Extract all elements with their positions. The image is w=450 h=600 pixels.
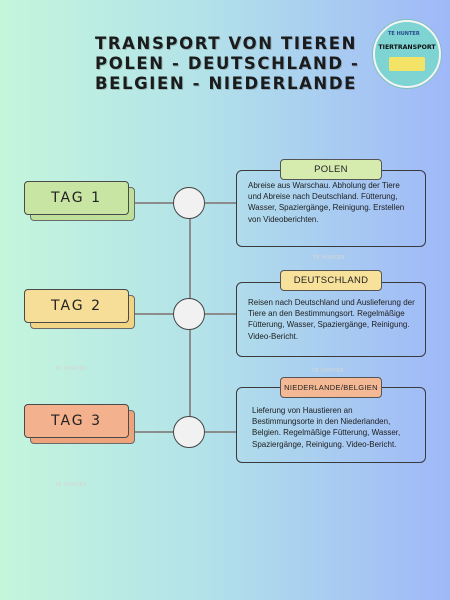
watermark-3: TE HUNTER xyxy=(312,368,344,374)
timeline-connector-3-right xyxy=(205,431,237,433)
badge-title: TIERTRANSPORT xyxy=(378,44,436,51)
badge-strip xyxy=(389,57,425,71)
timeline-connector-3-left xyxy=(130,431,175,433)
stop-description-2: Reisen nach Deutschland und Auslieferung… xyxy=(248,298,415,341)
stop-tag-3: NIEDERLANDE/BELGIEN xyxy=(280,377,382,398)
day-label-2: TAG 2 xyxy=(24,289,136,329)
title-line-1: TRANSPORT VON TIEREN xyxy=(95,34,358,53)
watermark-4: TE HUNTER xyxy=(55,482,87,488)
timeline-node-1 xyxy=(173,187,205,219)
watermark-2: TE HUNTER xyxy=(55,366,87,372)
day-label-1-box: TAG 1 xyxy=(24,181,129,215)
day-label-1: TAG 1 xyxy=(24,181,136,221)
page-title: TRANSPORT VON TIEREN POLEN - DEUTSCHLAND… xyxy=(95,34,360,94)
timeline-node-3 xyxy=(173,416,205,448)
watermark-1: TE HUNTER xyxy=(313,255,345,261)
stop-info-box-1: Abreise aus Warschau. Abholung der Tiere… xyxy=(236,170,426,247)
stop-tag-2: DEUTSCHLAND xyxy=(280,270,382,291)
day-label-3-box: TAG 3 xyxy=(24,404,129,438)
timeline-connector-1-right xyxy=(205,202,237,204)
stop-description-1: Abreise aus Warschau. Abholung der Tiere… xyxy=(248,181,405,224)
day-label-2-box: TAG 2 xyxy=(24,289,129,323)
timeline-node-2 xyxy=(173,298,205,330)
title-line-3: BELGIEN - NIEDERLANDE xyxy=(95,74,358,93)
logo-badge: TE HUNTER TIERTRANSPORT xyxy=(373,20,441,88)
timeline-connector-1-left xyxy=(130,202,175,204)
badge-logo-text: TE HUNTER xyxy=(388,31,420,37)
timeline-connector-2-right xyxy=(205,313,237,315)
stop-info-box-3: Lieferung von Haustieren an Bestimmungso… xyxy=(236,387,426,463)
stop-tag-1: POLEN xyxy=(280,159,382,180)
stop-description-3: Lieferung von Haustieren an Bestimmungso… xyxy=(252,406,401,449)
stop-info-box-2: Reisen nach Deutschland und Auslieferung… xyxy=(236,282,426,357)
title-line-2: POLEN - DEUTSCHLAND - xyxy=(95,54,360,73)
timeline-connector-2-left xyxy=(130,313,175,315)
day-label-3: TAG 3 xyxy=(24,404,136,444)
